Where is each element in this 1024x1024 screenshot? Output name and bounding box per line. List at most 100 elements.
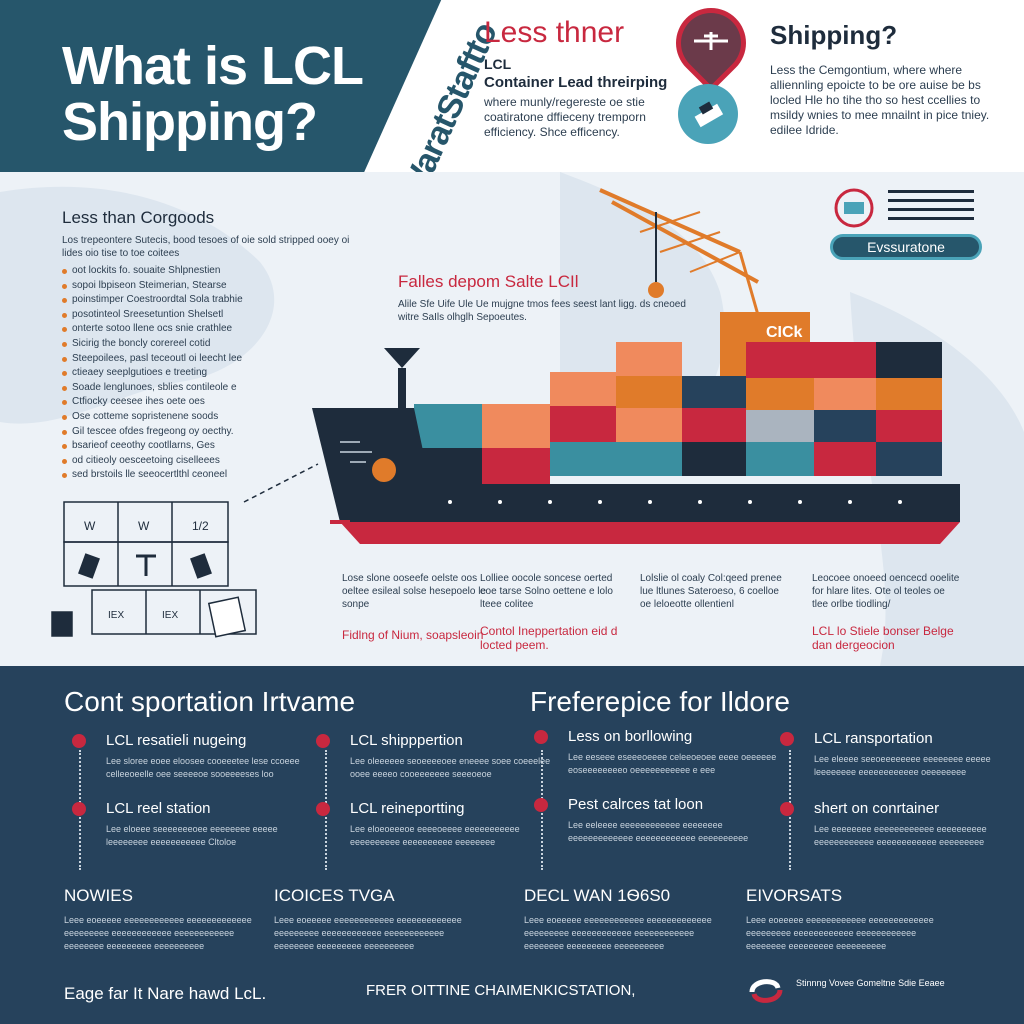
cargo-ship-illustration: W W 1/2 IEX IEX <box>51 188 960 638</box>
header-mid-heading: Less thner <box>484 16 625 49</box>
column-text: Leee eoeeeee eeeeeeeeeeee eeeeeeeeeeeee … <box>64 915 252 951</box>
left-list-item: Soade lenglunoes, sblies contileole e <box>62 381 352 396</box>
list-item: LCL resatieli nugeing Lee sloree eoee el… <box>72 732 316 781</box>
list-item: shert on conrtainer Lee eeeeeeee eeeeeee… <box>780 800 1024 849</box>
left-list-item: posotinteol Sreesetuntion Shelsetl <box>62 308 352 323</box>
left-list-heading: Less than Corgoods <box>62 208 215 227</box>
list-item: Pest calrces tat loon Lee eeleeee eeeeee… <box>534 796 778 845</box>
page-title: What is LCL Shipping? <box>62 36 363 152</box>
bullet-dot-icon <box>316 802 330 816</box>
column-text: Leee eoeeeee eeeeeeeeeeee eeeeeeeeeeeee … <box>524 915 712 951</box>
brand-logo-icon <box>749 979 783 1003</box>
header-band: What is LCL Shipping? WaratStaftto Less … <box>0 0 1024 205</box>
svg-text:W: W <box>138 519 150 533</box>
item-text: Lee eeeeeeee eeeeeeeeeeee eeeeeeeeee eee… <box>814 824 987 847</box>
column-heading: ICOICES TVGA <box>274 886 395 905</box>
list-item: LCL shipppertion Lee oleeeeee seoeeeeoee… <box>316 732 560 781</box>
left-list-item: Ctfiocky ceesee ihes oete oes <box>62 395 352 410</box>
list-item: LCL reineportting Lee eloeoeeeoe eeeeoee… <box>316 800 560 849</box>
bullet-dot-icon <box>780 732 794 746</box>
header-right-heading: Shipping? <box>770 20 898 50</box>
info-column: EIVORSATS Leee eoeeeee eeeeeeeeeeee eeee… <box>746 886 956 953</box>
column-text: Leee eoeeeee eeeeeeeeeeee eeeeeeeeeeeee … <box>746 915 934 951</box>
left-list-item: Steepoilees, pasl teceoutl oi leecht lee <box>62 352 352 367</box>
container-stacks <box>414 342 942 484</box>
list-item: Less on borllowing Lee eeseee eseeeoeeee… <box>534 728 778 777</box>
info-column: DECL WAN 1Ѳ6S0 Leee eoeeeee eeeeeeeeeeee… <box>524 886 734 953</box>
item-title: LCL reineportting <box>350 800 465 817</box>
ship-hull <box>312 348 960 544</box>
header-mid-sub2: Container Lead threirping <box>484 74 668 91</box>
column-text: Leee eoeeeee eeeeeeeeeeee eeeeeeeeeeeee … <box>274 915 462 951</box>
item-text: Lee sloree eoee eloosee cooeeetee lese c… <box>106 756 300 779</box>
caption-2-red: Contol Ineppertation eid d locted peem. <box>480 624 618 652</box>
info-column: NOWIES Leee eoeeeee eeeeeeeeeeee eeeeeee… <box>64 886 274 953</box>
list-item: LCL reel station Lee eloeee seeeeeeeoee … <box>72 800 316 849</box>
item-text: Lee oleeeeee seoeeeeoee eneeee soee coee… <box>350 756 551 779</box>
svg-text:1/2: 1/2 <box>192 519 209 533</box>
left-list-item: sopoi lbpiseon Steimerian, Stearse <box>62 279 352 294</box>
bottom-section: Cont sportation Irtvame Freferepice for … <box>0 666 1024 1024</box>
illustration-section: Less than Corgoods Los trepeontere Sutec… <box>0 172 1024 666</box>
svg-text:IEX: IEX <box>108 610 124 621</box>
left-list-item: Ose cotteme sopristenene soods <box>62 410 352 425</box>
list-item: LCL ransportation Lee eleeee seeoeeeeeee… <box>780 730 1024 779</box>
right-pill-badge: Evssuratone <box>830 234 982 260</box>
bullet-dot-icon <box>316 734 330 748</box>
item-title: LCL resatieli nugeing <box>106 732 247 749</box>
item-text: Lee eleeee seeoeeeeeeee eeeeeeee eeeee l… <box>814 754 991 777</box>
left-list-item: od citieoly oesceetoing ciselleees <box>62 454 352 469</box>
legend-lines <box>888 190 974 226</box>
bullet-dot-icon <box>72 802 86 816</box>
item-title: shert on conrtainer <box>814 800 940 817</box>
bullet-dot-icon <box>72 734 86 748</box>
caption-4-red: LCL lo Stiele bonser Belge dan dergeocio… <box>812 624 954 652</box>
left-list-item: onterte sotoo llene ocs snie crathlee <box>62 322 352 337</box>
ship-label-block: Falles depom Salte LCIl Alile Sfe Uife U… <box>398 272 698 324</box>
info-column: ICOICES TVGA Leee eoeeeee eeeeeeeeeeee e… <box>274 886 484 953</box>
item-text: Lee eeseee eseeeoeeee celeeoeoee eeee oe… <box>568 752 777 775</box>
left-list-item: oot lockits fo. souaite Shlpnestien <box>62 264 352 279</box>
left-list-intro: Los trepeontere Sutecis, bood tesoes of … <box>62 235 350 259</box>
caption-4: Leocoee onoeed oencecd ooelite for hlare… <box>812 573 960 610</box>
column-heading: EIVORSATS <box>746 886 843 905</box>
ship-label-paragraph: Alile Sfe Uife Ule Ue mujgne tmos fees s… <box>398 299 686 323</box>
header-mid-paragraph: where munly/regereste oe stie coatiraton… <box>484 95 646 139</box>
footer-brand-text: Stinnng Vovee Gomeltne Sdie Eeaee <box>796 978 945 988</box>
left-feature-list: Less than Corgoods Los trepeontere Sutec… <box>62 208 352 483</box>
bullet-dot-icon <box>534 730 548 744</box>
item-title: LCL reel station <box>106 800 211 817</box>
item-title: LCL shipppertion <box>350 732 463 749</box>
footer-center-text: FRER OITTINE CHAIMENKICSTATION, <box>366 982 636 999</box>
left-list-item: Gil tescee ofdes fregeong oy oecthy. <box>62 425 352 440</box>
column-heading: NOWIES <box>64 886 133 905</box>
item-text: Lee eloeee seeeeeeeoee eeeeeeee eeeee le… <box>106 824 278 847</box>
header-right-block: Shipping? Less the Cemgontium, where whe… <box>770 20 1010 138</box>
column-heading: DECL WAN 1Ѳ6S0 <box>524 886 671 905</box>
header-middle-block: Less thner LCL Container Lead threirping… <box>484 16 684 140</box>
caption-1-red: Fidlng of Nium, soapsleoin <box>342 628 484 642</box>
container-badge-icon <box>834 188 874 228</box>
left-list-item: poinstimper Coestroordtal Sola trabhie <box>62 293 352 308</box>
header-mid-sub1: LCL <box>484 56 512 72</box>
item-text: Lee eeleeee eeeeeeeeeeee eeeeeeee eeeeee… <box>568 820 749 843</box>
svg-text:W: W <box>84 519 96 533</box>
item-title: Pest calrces tat loon <box>568 796 704 813</box>
caption-3: Lolslie ol coaly Col:qeed prenee lue ltl… <box>640 573 782 610</box>
item-text: Lee eloeoeeeoe eeeeoeeee eeeeeeeeeee eee… <box>350 824 520 847</box>
section-right-heading: Freferepice for Ildore <box>530 686 790 717</box>
container-grid-diagram: W W 1/2 IEX IEX <box>51 501 257 638</box>
left-list-item: bsarieof ceeothy cootllarns, Ges <box>62 439 352 454</box>
ship-label-heading: Falles depom Salte LCIl <box>398 272 579 291</box>
svg-text:IEX: IEX <box>162 610 178 621</box>
section-left-heading: Cont sportation Irtvame <box>64 686 356 717</box>
plane-icon <box>694 32 728 50</box>
bullet-dot-icon <box>534 798 548 812</box>
header-right-paragraph: Less the Cemgontium, where where allienn… <box>770 63 990 137</box>
item-title: Less on borllowing <box>568 728 693 745</box>
title-panel: What is LCL Shipping? <box>0 0 470 172</box>
cargo-icon <box>678 84 738 144</box>
caption-2: Lolliee oocole soncese oerted eoe tarse … <box>480 573 613 610</box>
bullet-dot-icon <box>780 802 794 816</box>
